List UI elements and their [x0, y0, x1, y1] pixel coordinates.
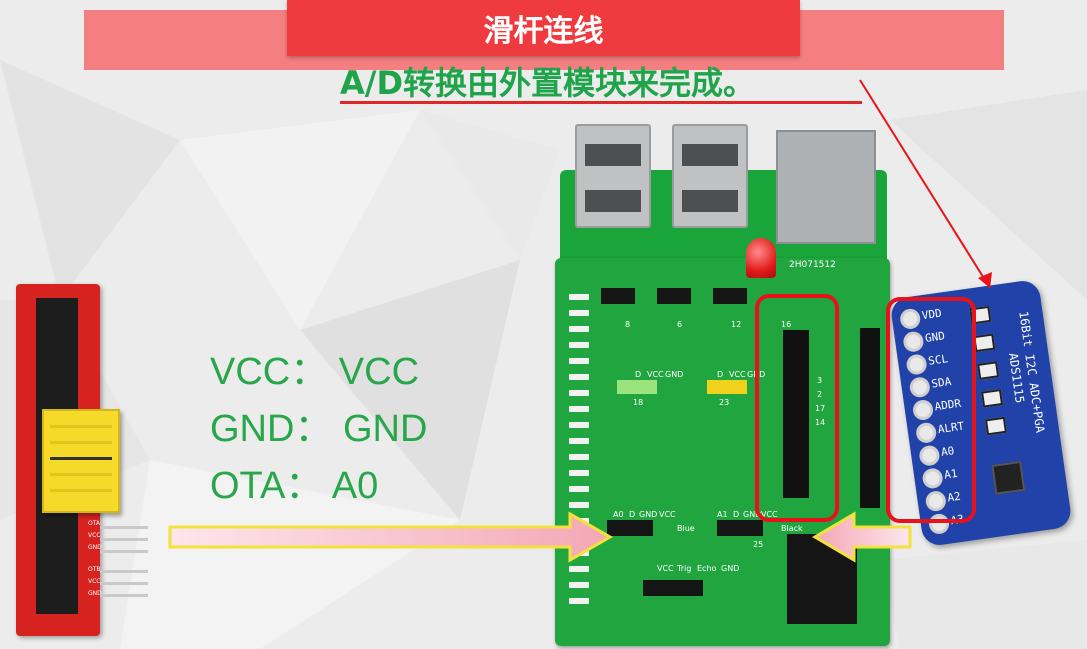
a1-header [717, 520, 763, 536]
pointer-line [859, 79, 992, 289]
silk-label: VCC [659, 510, 676, 519]
slider-pin-label: GND [88, 590, 102, 597]
left-arrow [168, 511, 614, 563]
mapping-line-ota: OTA： A0 [210, 465, 379, 507]
silk-label: VCC [647, 370, 664, 379]
pin-mapping: VCC： VCC GND： GND OTA： A0 [210, 344, 427, 515]
mapping-line-gnd: GND： GND [210, 408, 428, 450]
right-header-column [860, 328, 880, 508]
yellow-connector [707, 380, 747, 394]
silk-label: VCC [657, 564, 674, 573]
silk-label: A1 [717, 510, 728, 519]
silk-label: 14 [815, 418, 826, 427]
silk-label: 6 [677, 320, 683, 329]
subtitle: A/D转换由外置模块来完成。 [340, 64, 756, 102]
usb-port [672, 124, 748, 228]
ethernet-port [776, 130, 876, 244]
silk-label: 18 [633, 398, 644, 407]
silk-label: Trig [677, 564, 692, 573]
expansion-shield: 8 6 12 16 D VCC GND 18 D VCC GND 23 3 2 … [555, 258, 890, 646]
slider-pin-label: VCC [88, 578, 101, 585]
silk-label: GND [665, 370, 684, 379]
silk-label: A0 [613, 510, 624, 519]
silk-label: 17 [815, 404, 826, 413]
silk-label: Echo [697, 564, 717, 573]
red-led [746, 238, 776, 278]
a0-header [607, 520, 653, 536]
usb-port [575, 124, 651, 228]
silk-label: GND [743, 510, 762, 519]
ads-pins-highlight [886, 297, 976, 523]
silk-label: 12 [731, 320, 742, 329]
silk-label: GND [639, 510, 658, 519]
silk-label: VCC [729, 370, 746, 379]
silk-label: VCC [761, 510, 778, 519]
green-connector [617, 380, 657, 394]
right-arrow [812, 511, 912, 563]
silk-label: 23 [719, 398, 730, 407]
silk-label: 8 [625, 320, 631, 329]
silk-label: 3 [817, 376, 823, 385]
silk-label: 16 [781, 320, 792, 329]
jumper-header [657, 288, 691, 304]
silk-label: 2 [817, 390, 823, 399]
slider-pin-label: OTB [88, 566, 101, 573]
silk-label: 25 [753, 540, 764, 549]
silk-label: D [733, 510, 740, 519]
banner-title: 滑杆连线 [287, 0, 800, 56]
silk-label: D [635, 370, 642, 379]
mapping-line-vcc: VCC： VCC [210, 351, 420, 393]
slider-pin-label: OTA [88, 520, 101, 527]
silk-label: D [717, 370, 724, 379]
slider-pin-label: GND [88, 544, 102, 551]
subtitle-underline [340, 101, 862, 104]
silk-label: GND [721, 564, 740, 573]
silk-label: Black [781, 524, 803, 533]
slider-knob [42, 409, 120, 513]
board-serial: 2H071512 [789, 260, 836, 270]
slider-pin-label: VCC [88, 532, 101, 539]
pi-header-column [783, 330, 809, 498]
silk-label: Blue [677, 524, 695, 533]
pi-header-highlight [755, 294, 839, 522]
jumper-header [713, 288, 747, 304]
jumper-header [601, 288, 635, 304]
ultrasonic-header [643, 580, 703, 596]
silk-label: D [629, 510, 636, 519]
